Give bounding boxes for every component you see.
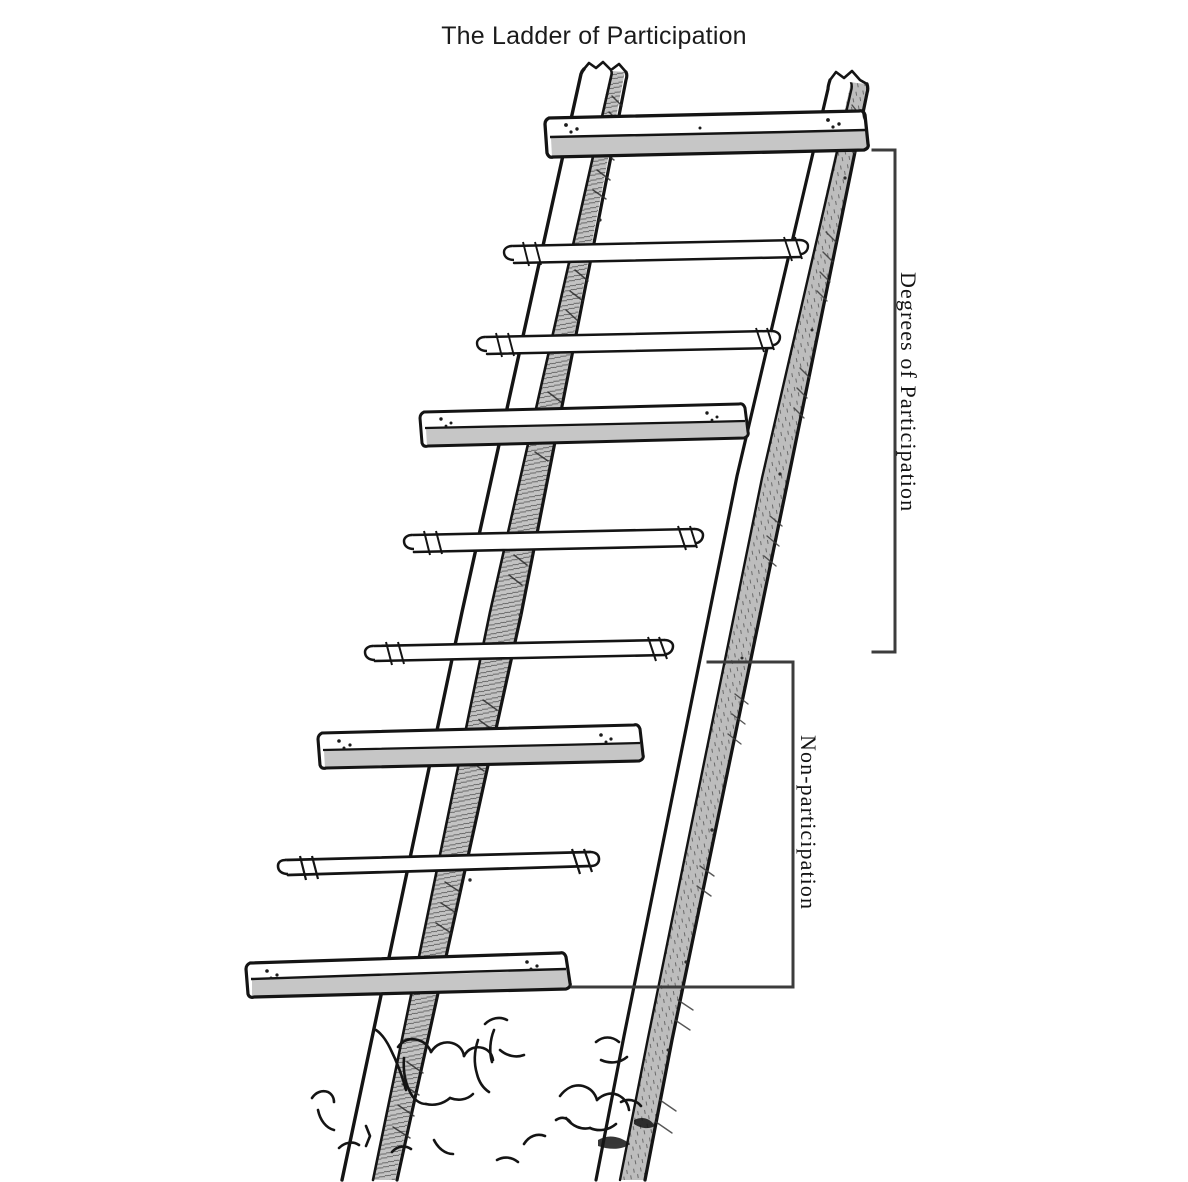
ladder-group (244, 60, 897, 1182)
ladder-rung (316, 723, 645, 770)
ladder-rung (418, 402, 750, 448)
ladder-rung (543, 109, 870, 159)
ladder-rung (244, 951, 572, 999)
bracket-non-participation (570, 660, 795, 989)
ladder-right-rail (594, 69, 870, 1182)
ladder-rung (475, 327, 782, 358)
page-title: The Ladder of Participation (441, 22, 747, 50)
ladder-rung (402, 525, 705, 556)
bracket-degrees-of-participation (871, 148, 897, 654)
ladder-rung (502, 236, 810, 267)
ground-foliage (310, 1016, 643, 1164)
bracket-label-non-participation: Non-participation (796, 735, 821, 911)
ladder-left-rail (340, 60, 629, 1182)
ladder-rung (363, 636, 675, 666)
ground-shadow (598, 1118, 655, 1149)
bracket-label-degrees-of-participation: Degrees of Participation (896, 272, 921, 513)
ladder-rung (276, 848, 601, 881)
